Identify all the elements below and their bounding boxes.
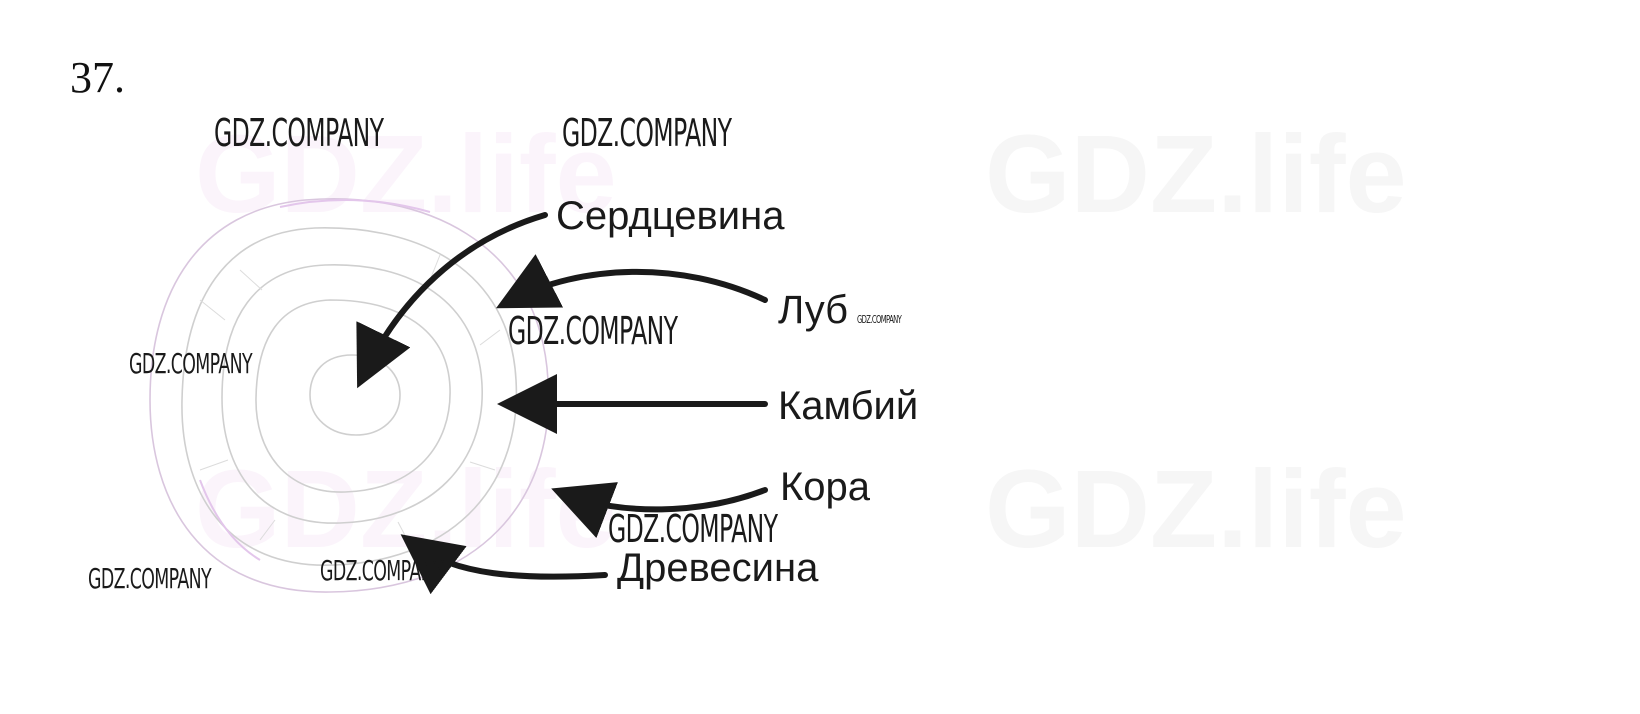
- label-wood: Древесина: [617, 546, 819, 590]
- arrow-wood: [400, 534, 608, 595]
- watermark-company-6: GDZ.COMPANY: [320, 554, 444, 587]
- trunk-rings: [149, 198, 550, 593]
- arrow-bark: [551, 482, 768, 539]
- arrow-heartwood: [356, 212, 548, 389]
- label-phloem: Луб: [778, 288, 849, 332]
- heartwood-ring: [309, 354, 401, 436]
- watermark-ghost-1: GDZ.life: [195, 113, 617, 236]
- watermark-ghost-4: GDZ.life: [985, 448, 1407, 571]
- cambium-ring: [221, 264, 483, 524]
- arrows: [356, 212, 768, 595]
- label-cambium: Камбий: [778, 384, 919, 428]
- watermark-company-5: GDZ.COMPANY: [608, 507, 778, 551]
- bark-outer-ring: [149, 198, 550, 593]
- watermark-company-3: GDZ.COMPANY: [508, 309, 678, 353]
- ring-texture: [199, 254, 501, 546]
- watermark-company-1: GDZ.COMPANY: [214, 111, 384, 155]
- watermark-company-7: GDZ.COMPANY: [88, 562, 212, 595]
- wood-ring: [255, 299, 451, 493]
- watermark-company-tiny: GDZ.COMPANY: [857, 313, 902, 326]
- task-number: 37.: [70, 53, 125, 102]
- watermark-company-2: GDZ.COMPANY: [562, 111, 732, 155]
- phloem-ring: [181, 227, 518, 566]
- watermark-company-4: GDZ.COMPANY: [129, 347, 253, 380]
- arrow-phloem: [495, 254, 768, 309]
- label-heartwood: Сердцевина: [556, 194, 785, 238]
- label-bark: Кора: [780, 465, 871, 509]
- watermark-ghost-2: GDZ.life: [985, 113, 1407, 236]
- bark-tint: [199, 198, 431, 561]
